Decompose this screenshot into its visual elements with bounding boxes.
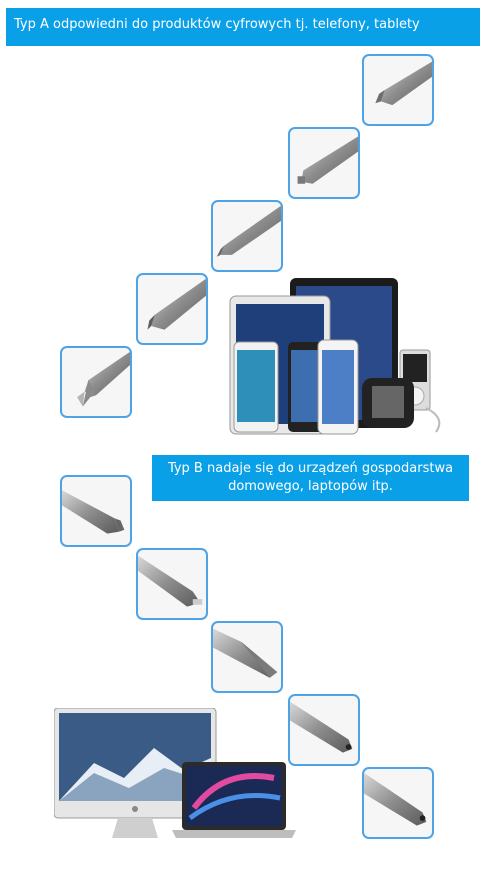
banner-type-b-line2: domowego, laptopów itp. [228, 479, 393, 494]
phillips-bit-icon [375, 61, 432, 106]
tile-b4 [288, 694, 360, 766]
tile-a3 [211, 200, 283, 272]
home-devices-image [54, 708, 296, 838]
phillips-bit-icon [62, 490, 125, 534]
tri-wing-bit-icon [216, 205, 281, 257]
tile-b2 [136, 548, 208, 620]
tile-a1 [362, 54, 434, 126]
hex-bit-icon [364, 772, 427, 826]
banner-type-b: Typ B nadaje się do urządzeń gospodarstw… [152, 455, 469, 501]
tile-a4 [136, 273, 208, 345]
digital-devices-image [229, 278, 441, 435]
pentalobe-bit-icon [297, 136, 358, 184]
hex-bit-icon [290, 701, 353, 753]
tile-a5 [60, 346, 132, 418]
tri-wing-bit-icon [77, 351, 130, 407]
tile-b1 [60, 475, 132, 547]
tile-b5 [362, 767, 434, 839]
phillips-bit-icon [147, 278, 206, 330]
banner-type-a-text: Typ A odpowiedni do produktów cyfrowych … [14, 17, 420, 32]
torx-bit-icon [213, 628, 278, 678]
banner-type-a: Typ A odpowiedni do produktów cyfrowych … [6, 8, 480, 46]
banner-type-b-line1: Typ B nadaje się do urządzeń gospodarstw… [167, 461, 454, 476]
tile-a2 [288, 127, 360, 199]
flat-bit-icon [138, 555, 203, 607]
tile-b3 [211, 621, 283, 693]
